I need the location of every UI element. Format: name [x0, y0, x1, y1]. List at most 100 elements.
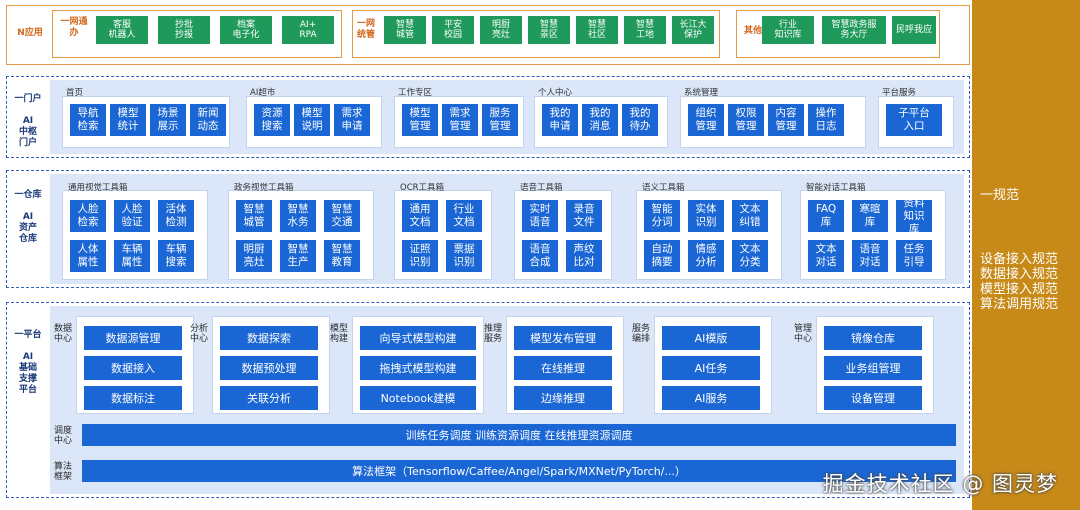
- platform-item-2-1[interactable]: 拖拽式模型构建: [360, 356, 476, 380]
- app-item-g2-0-label: 智慧 城管: [395, 20, 414, 40]
- portal-item-3-0[interactable]: 我的 申请: [542, 104, 578, 136]
- app-item-g3-1[interactable]: 智慧政务服 务大厅: [822, 16, 886, 44]
- app-item-g2-0[interactable]: 智慧 城管: [384, 16, 426, 44]
- warehouse-item-0-3[interactable]: 人体 属性: [70, 240, 106, 272]
- platform-item-4-0[interactable]: AI模版: [662, 326, 760, 350]
- warehouse-item-5-1[interactable]: 寒暄 库: [852, 200, 888, 232]
- platform-item-3-0[interactable]: 模型发布管理: [514, 326, 612, 350]
- platform-item-1-0[interactable]: 数据探索: [220, 326, 318, 350]
- warehouse-item-1-0-label: 智慧 城管: [243, 203, 265, 228]
- warehouse-item-2-3-label: 票据 识别: [453, 243, 475, 268]
- app-item-g1-3[interactable]: AI+ RPA: [282, 16, 334, 44]
- warehouse-item-5-0[interactable]: FAQ 库: [808, 200, 844, 232]
- group-other-title: 其他: [743, 26, 762, 36]
- app-item-g1-1[interactable]: 抄批 抄报: [158, 16, 210, 44]
- warehouse-item-3-3[interactable]: 声纹 比对: [566, 240, 602, 272]
- platform-group-title-5: 管理 中心: [794, 324, 813, 344]
- platform-item-4-1[interactable]: AI任务: [662, 356, 760, 380]
- portal-item-1-2[interactable]: 需求 申请: [334, 104, 370, 136]
- warehouse-item-0-2[interactable]: 活体 检测: [158, 200, 194, 232]
- warehouse-item-0-4[interactable]: 车辆 属性: [114, 240, 150, 272]
- platform-item-2-0[interactable]: 向导式模型构建: [360, 326, 476, 350]
- app-item-g3-0[interactable]: 行业 知识库: [762, 16, 814, 44]
- portal-item-0-3-label: 新闻 动态: [197, 107, 219, 132]
- platform-item-0-0-label: 数据源管理: [105, 331, 161, 345]
- portal-item-2-0-label: 模型 管理: [409, 107, 431, 132]
- app-item-g1-0[interactable]: 客服 机器人: [96, 16, 148, 44]
- warehouse-item-3-3-label: 声纹 比对: [573, 243, 595, 268]
- warehouse-item-1-0[interactable]: 智慧 城管: [236, 200, 272, 232]
- app-item-g2-4[interactable]: 智慧 社区: [576, 16, 618, 44]
- warehouse-item-2-1-label: 行业 文档: [453, 203, 475, 228]
- platform-item-1-2-label: 关联分析: [247, 391, 291, 405]
- warehouse-item-4-0[interactable]: 智能 分词: [644, 200, 680, 232]
- app-item-g2-6[interactable]: 长江大 保护: [672, 16, 714, 44]
- warehouse-item-5-2[interactable]: 资料 知识 库: [896, 197, 932, 235]
- portal-item-5-0[interactable]: 子平台 入口: [886, 104, 942, 136]
- platform-item-1-1[interactable]: 数据预处理: [220, 356, 318, 380]
- warehouse-item-2-0[interactable]: 通用 文档: [402, 200, 438, 232]
- portal-item-3-1[interactable]: 我的 消息: [582, 104, 618, 136]
- app-item-g3-2[interactable]: 民呼我应: [892, 16, 936, 44]
- warehouse-item-4-2[interactable]: 文本 纠错: [732, 200, 768, 232]
- warehouse-item-1-4[interactable]: 智慧 生产: [280, 240, 316, 272]
- platform-item-5-0[interactable]: 镜像仓库: [824, 326, 922, 350]
- portal-item-0-3[interactable]: 新闻 动态: [190, 104, 226, 136]
- platform-item-0-2[interactable]: 数据标注: [84, 386, 182, 410]
- warehouse-group-title-3: 语音工具箱: [520, 183, 563, 193]
- portal-item-0-2[interactable]: 场景 展示: [150, 104, 186, 136]
- portal-item-4-3[interactable]: 操作 日志: [808, 104, 844, 136]
- portal-item-4-2[interactable]: 内容 管理: [768, 104, 804, 136]
- app-item-g2-3[interactable]: 智慧 景区: [528, 16, 570, 44]
- platform-item-4-2[interactable]: AI服务: [662, 386, 760, 410]
- warehouse-item-1-2[interactable]: 智慧 交通: [324, 200, 360, 232]
- warehouse-item-1-1[interactable]: 智慧 水务: [280, 200, 316, 232]
- portal-item-3-2[interactable]: 我的 待办: [622, 104, 658, 136]
- portal-item-0-0[interactable]: 导航 检索: [70, 104, 106, 136]
- platform-item-2-2[interactable]: Notebook建模: [360, 386, 476, 410]
- warehouse-item-3-2[interactable]: 语音 合成: [522, 240, 558, 272]
- warehouse-item-3-1[interactable]: 录音 文件: [566, 200, 602, 232]
- watermark: 掘金技术社区 @ 图灵梦: [822, 472, 1058, 496]
- platform-item-3-2[interactable]: 边缘推理: [514, 386, 612, 410]
- portal-item-1-1[interactable]: 模型 说明: [294, 104, 330, 136]
- warehouse-item-4-5[interactable]: 文本 分类: [732, 240, 768, 272]
- warehouse-item-3-0[interactable]: 实时 语音: [522, 200, 558, 232]
- portal-item-2-2[interactable]: 服务 管理: [482, 104, 518, 136]
- portal-item-4-1[interactable]: 权限 管理: [728, 104, 764, 136]
- app-item-g2-1[interactable]: 平安 校园: [432, 16, 474, 44]
- platform-item-0-1[interactable]: 数据接入: [84, 356, 182, 380]
- warehouse-item-5-5[interactable]: 任务 引导: [896, 240, 932, 272]
- platform-item-1-2[interactable]: 关联分析: [220, 386, 318, 410]
- algo-text: 算法框架（Tensorflow/Caffee/Angel/Spark/MXNet…: [352, 464, 686, 478]
- spec-title: 一规范: [980, 188, 1020, 203]
- portal-item-4-0[interactable]: 组织 管理: [688, 104, 724, 136]
- app-item-g2-2[interactable]: 明厨 亮灶: [480, 16, 522, 44]
- portal-item-1-0[interactable]: 资源 搜索: [254, 104, 290, 136]
- warehouse-item-2-2[interactable]: 证照 识别: [402, 240, 438, 272]
- warehouse-item-1-3-label: 明厨 亮灶: [243, 243, 265, 268]
- warehouse-item-0-0[interactable]: 人脸 检索: [70, 200, 106, 232]
- warehouse-item-4-5-label: 文本 分类: [739, 243, 761, 268]
- warehouse-item-1-3[interactable]: 明厨 亮灶: [236, 240, 272, 272]
- warehouse-item-0-1[interactable]: 人脸 验证: [114, 200, 150, 232]
- platform-item-5-2[interactable]: 设备管理: [824, 386, 922, 410]
- app-item-g1-2[interactable]: 档案 电子化: [220, 16, 272, 44]
- platform-item-0-0[interactable]: 数据源管理: [84, 326, 182, 350]
- platform-item-5-1[interactable]: 业务组管理: [824, 356, 922, 380]
- warehouse-item-2-3[interactable]: 票据 识别: [446, 240, 482, 272]
- portal-item-2-1[interactable]: 需求 管理: [442, 104, 478, 136]
- warehouse-item-2-1[interactable]: 行业 文档: [446, 200, 482, 232]
- warehouse-item-5-3[interactable]: 文本 对话: [808, 240, 844, 272]
- portal-item-2-0[interactable]: 模型 管理: [402, 104, 438, 136]
- warehouse-item-5-4[interactable]: 语音 对话: [852, 240, 888, 272]
- warehouse-item-4-1[interactable]: 实体 识别: [688, 200, 724, 232]
- portal-item-0-1[interactable]: 模型 统计: [110, 104, 146, 136]
- warehouse-item-4-4[interactable]: 情感 分析: [688, 240, 724, 272]
- portal-item-4-2-label: 内容 管理: [775, 107, 797, 132]
- app-item-g2-5[interactable]: 智慧 工地: [624, 16, 666, 44]
- warehouse-item-1-5[interactable]: 智慧 教育: [324, 240, 360, 272]
- warehouse-item-0-5[interactable]: 车辆 搜索: [158, 240, 194, 272]
- warehouse-item-4-3[interactable]: 自动 摘要: [644, 240, 680, 272]
- platform-item-3-1[interactable]: 在线推理: [514, 356, 612, 380]
